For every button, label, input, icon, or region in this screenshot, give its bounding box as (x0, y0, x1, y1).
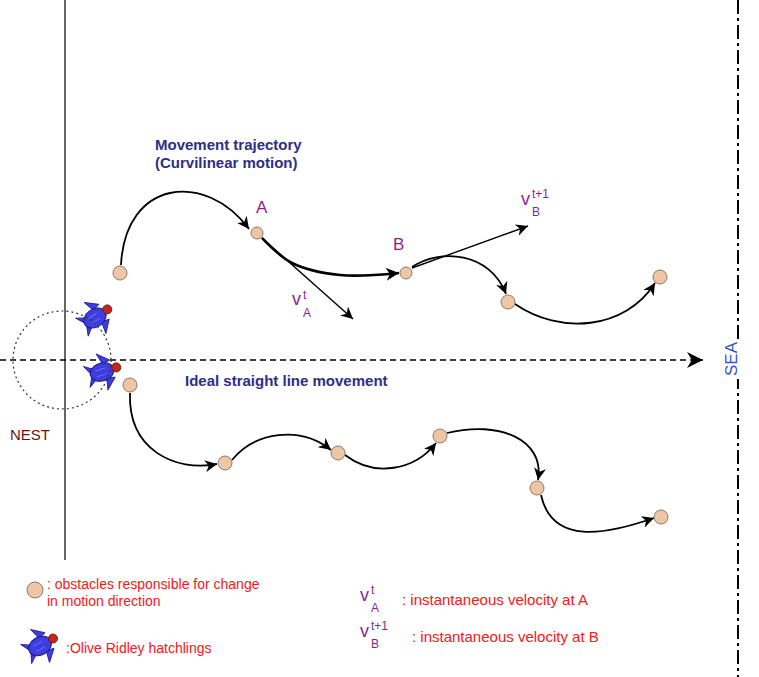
velocity-superscript-holder: t (371, 580, 374, 598)
nest-circle: NEST (12, 310, 112, 410)
velocity-symbol-holder: v (521, 190, 530, 209)
point-label-holder: A (256, 199, 267, 217)
legend-hatchling-sample (17, 620, 67, 671)
obstacle-point: A (250, 226, 264, 240)
trajectory-arrow (447, 429, 539, 480)
ideal-path-label-holder: Ideal straight line movement (185, 372, 388, 390)
obstacle (218, 456, 232, 470)
velocity-subscript-holder: A (371, 598, 379, 616)
velocity-subscript-holder: B (532, 202, 540, 220)
obstacle-dot (250, 226, 264, 240)
obstacle (530, 481, 544, 495)
velocity-superscript-holder: t+1 (532, 184, 549, 202)
velocity-vector (412, 226, 528, 268)
trajectory-heading: Movement trajectory (Curvilinear motion) (155, 136, 325, 172)
legend-text-holder: : obstacles responsible for change in mo… (47, 576, 262, 610)
legend-text: : instantaneous velocity at B (412, 629, 599, 644)
legend-text: :Olive Ridley hatchlings (66, 640, 212, 657)
legend-text-holder: : instantaneous velocity at B (412, 628, 599, 646)
obstacles (27, 266, 668, 598)
velocity-subscript-holder: A (303, 303, 311, 321)
trajectory-arrow (541, 495, 654, 532)
hatchling-icon (71, 291, 122, 342)
velocity-symbol: v (521, 190, 530, 208)
velocity-superscript: t+1 (532, 187, 549, 201)
obstacle (331, 446, 345, 460)
obstacle-point: B (399, 266, 413, 280)
ideal-path-label: Ideal straight line movement (185, 373, 388, 388)
nest-label: NEST (10, 427, 50, 442)
point-label-holder: B (393, 236, 404, 254)
legend-text: : instantaneous velocity at A (402, 592, 588, 607)
velocity-superscript-holder: t+1 (371, 616, 388, 634)
sea-label: SEA (723, 339, 740, 379)
legend-text-holder: :Olive Ridley hatchlings (66, 639, 212, 657)
obstacle-dot (399, 266, 413, 280)
point-label: A (256, 199, 267, 216)
obstacle (653, 270, 667, 284)
point-label: B (393, 236, 404, 253)
velocity-symbol: v (360, 622, 369, 640)
velocity-subscript: A (371, 601, 379, 615)
velocity-subscript-holder: B (371, 634, 379, 652)
trajectory-arrow (232, 435, 331, 460)
velocity-symbol-holder: v (292, 290, 301, 309)
trajectory-connector (262, 238, 399, 276)
sea-label-holder: SEA (723, 339, 741, 379)
hatchling-icon (81, 348, 127, 395)
velocity-symbol: v (360, 586, 369, 604)
velocity-superscript: t+1 (371, 619, 388, 633)
velocity-superscript: t (303, 288, 306, 302)
trajectory-arrow (345, 443, 436, 468)
velocity-subscript: A (303, 306, 311, 320)
legend-text: : obstacles responsible for change in mo… (47, 576, 262, 610)
obstacle (433, 429, 447, 443)
velocity-symbol: v (292, 290, 301, 308)
nest-label-holder: NEST (10, 426, 50, 444)
beach-line (64, 0, 65, 560)
trajectory-arrow (515, 283, 655, 324)
obstacle (113, 266, 127, 280)
nest-outline (13, 311, 111, 409)
legend-text-holder: : instantaneous velocity at A (402, 591, 588, 609)
trajectory-arrow (130, 393, 217, 466)
velocity-symbol-holder: v (360, 586, 369, 605)
obstacle (654, 510, 668, 524)
velocity-subscript: B (532, 205, 540, 219)
trajectory-arrow (412, 256, 506, 294)
obstacle-dot (400, 267, 412, 279)
obstacle (501, 295, 515, 309)
velocity-superscript-holder: t (303, 285, 306, 303)
velocity-superscript: t (371, 583, 374, 597)
nest-outline (12, 310, 112, 410)
legend-obstacle-sample (27, 582, 43, 598)
obstacle-dot (251, 227, 263, 239)
trajectory-heading-holder: Movement trajectory (Curvilinear motion) (155, 136, 325, 172)
velocity-symbol-holder: v (360, 622, 369, 641)
obstacle (123, 378, 137, 392)
velocity-subscript: B (371, 637, 379, 651)
trajectory-arrow (121, 192, 249, 265)
trajectory-arrows (121, 192, 655, 532)
